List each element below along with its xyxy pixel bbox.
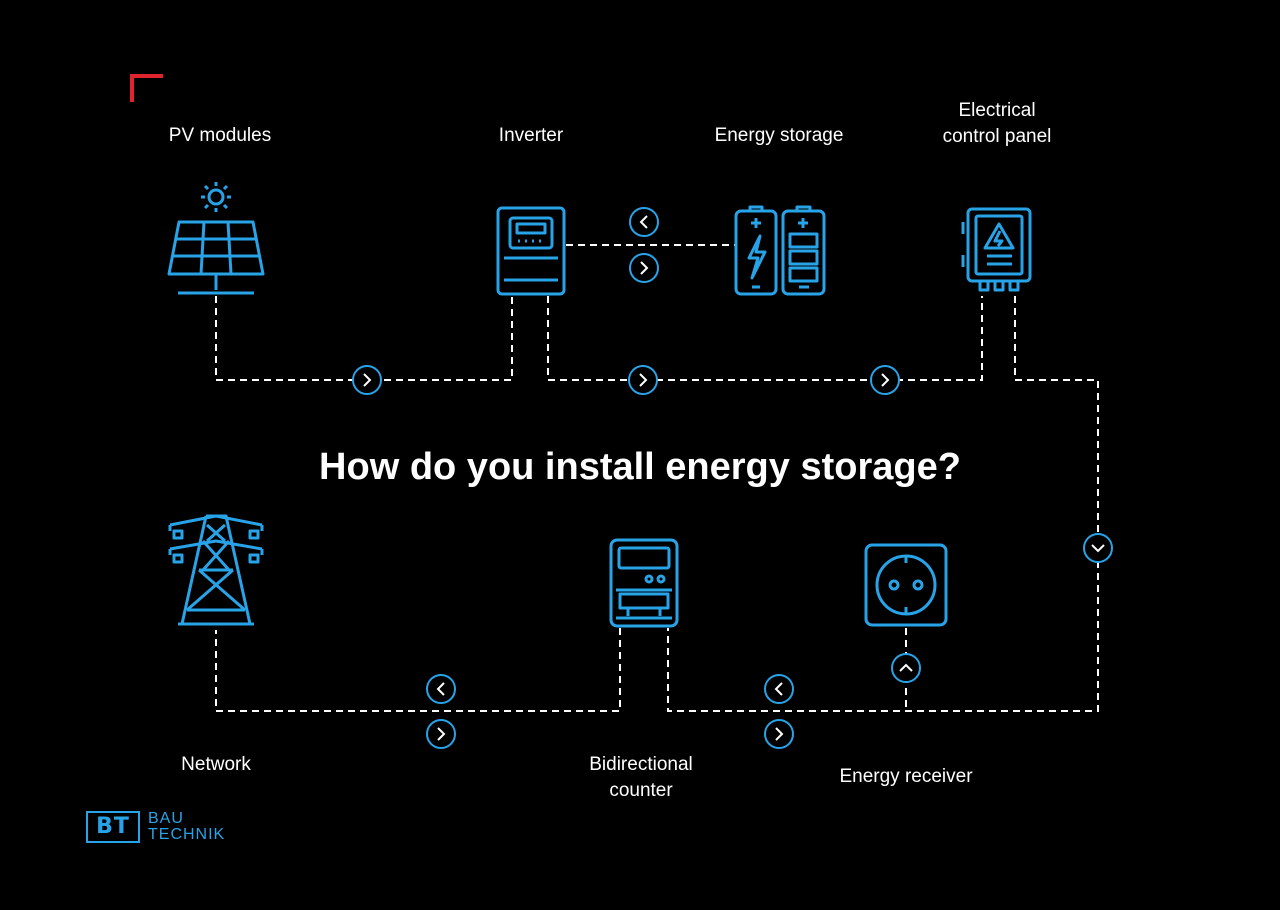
- direction-arrows: [352, 207, 1113, 749]
- line-panel-to-receiver: [667, 296, 1099, 712]
- logo-name: BAU TECHNIK: [148, 810, 226, 843]
- arrow-right-icon: [764, 719, 794, 749]
- corner-mark: [130, 74, 163, 102]
- network-label: Network: [181, 754, 251, 775]
- meter-icon: [609, 538, 679, 628]
- power-socket-icon: [864, 543, 948, 627]
- line-inverter-to-panel: [547, 296, 983, 381]
- arrow-right-icon: [426, 719, 456, 749]
- energy-storage-label: Energy storage: [714, 125, 844, 146]
- inverter-label: Inverter: [498, 125, 564, 146]
- control-panel-icon: [961, 207, 1032, 292]
- arrow-down-icon: [1083, 533, 1113, 563]
- logo-mark: BT: [86, 811, 140, 843]
- arrow-left-icon: [426, 674, 456, 704]
- arrow-right-icon: [870, 365, 900, 395]
- arrow-right-icon: [628, 365, 658, 395]
- battery-icon: [734, 205, 826, 296]
- power-pylon-icon: [168, 514, 264, 626]
- line-counter-to-network: [215, 628, 621, 712]
- inverter-icon: [496, 206, 566, 296]
- arrow-right-icon: [352, 365, 382, 395]
- receiver-label: Energy receiver: [839, 766, 973, 787]
- pv-modules-label: PV modules: [168, 125, 272, 146]
- solar-panel-icon: [167, 182, 265, 295]
- counter-label: Bidirectional counter: [589, 754, 693, 801]
- arrow-left-icon: [629, 207, 659, 237]
- arrow-left-icon: [764, 674, 794, 704]
- arrow-up-icon: [891, 653, 921, 683]
- arrow-right-icon: [629, 253, 659, 283]
- page-title: How do you install energy storage?: [319, 446, 961, 488]
- control-panel-label: Electrical control panel: [942, 100, 1052, 147]
